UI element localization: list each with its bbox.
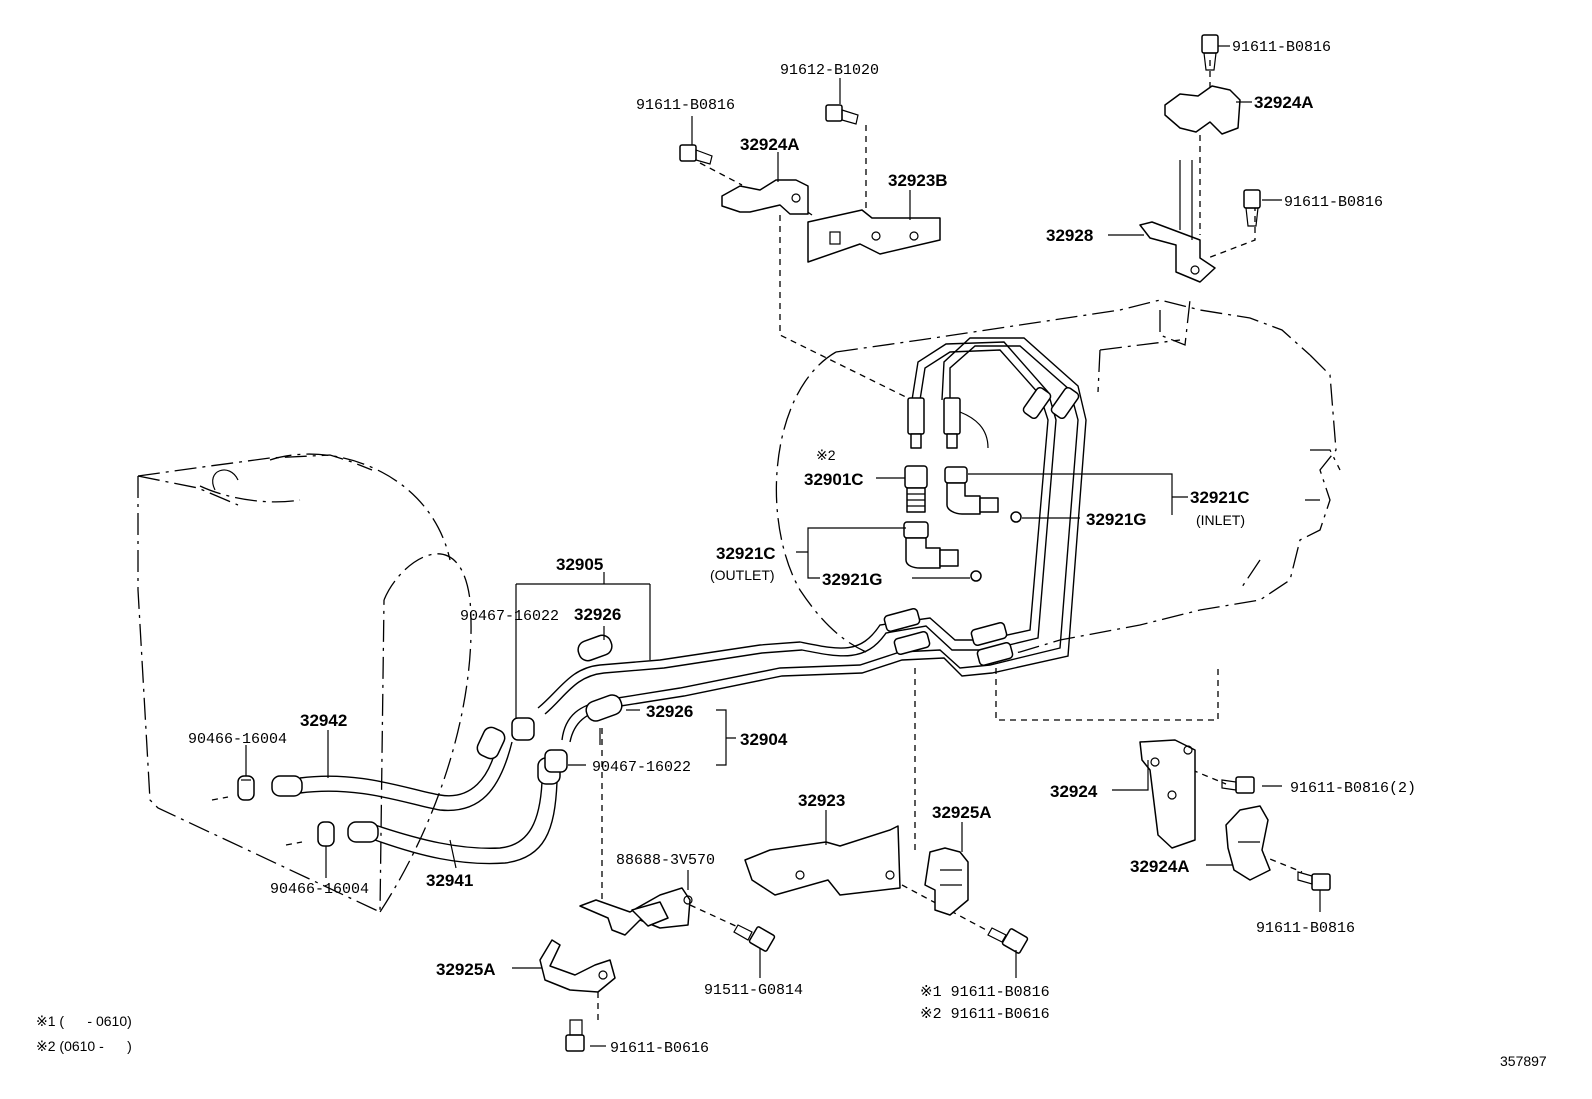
label-91612-b1020: 91612-B1020 <box>780 62 879 79</box>
label-32901c: 32901C <box>804 470 864 489</box>
radiator-outline <box>137 453 472 914</box>
label-leaders <box>245 45 1321 1047</box>
label-90466-16004-top: 90466-16004 <box>188 731 287 748</box>
clamp-32924a-bottomright <box>1225 805 1271 881</box>
elbow-inlet <box>944 466 1022 523</box>
label-32925a-left: 32925A <box>436 960 496 979</box>
label-32926-top: 32926 <box>574 605 621 624</box>
label-32905: 32905 <box>556 555 603 574</box>
label-32924: 32924 <box>1050 782 1098 801</box>
legend-notes: ※1 ( - 0610) ※2 (0610 - ) 357897 <box>36 1013 1547 1069</box>
label-32921c-outlet: 32921C <box>716 544 776 563</box>
bolt-91612-b1020 <box>825 104 859 125</box>
bracket-88688-3v570 <box>579 887 693 936</box>
label-32921c-inlet: 32921C <box>1190 488 1250 507</box>
bracket-32923b <box>807 209 941 263</box>
transmission-outline <box>775 299 1341 661</box>
note-1: ※1 ( - 0610) <box>36 1013 132 1029</box>
label-91611-b0616-ref2: ※2 91611-B0616 <box>920 1006 1050 1023</box>
bracket-32924 <box>1139 739 1196 849</box>
label-91611-b0816-ref1: ※1 91611-B0816 <box>920 984 1050 1001</box>
bracket-32928 <box>1139 160 1216 283</box>
hose-32926 <box>577 634 623 722</box>
bolt-91611-b0616-bottom <box>565 1019 585 1052</box>
clamp-32924a-topright <box>1164 85 1241 135</box>
hose-clamps <box>237 717 568 847</box>
part-labels: 91611-B0816 32924A 91612-B1020 91611-B08… <box>188 39 1416 1057</box>
bolt-91611-b0816-topright <box>1201 34 1219 71</box>
oil-cooler-tubes <box>537 337 1087 743</box>
union-32901c <box>904 465 928 513</box>
bolt-91611-b0816-bottom <box>987 927 1029 954</box>
label-91611-b0816-2: 91611-B0816(2) <box>1290 780 1416 797</box>
label-32921g-inlet: 32921G <box>1086 510 1147 529</box>
label-32926-bottom: 32926 <box>646 702 693 721</box>
label-32921g-outlet: 32921G <box>822 570 883 589</box>
label-91611-b0816-right: 91611-B0816 <box>1284 194 1383 211</box>
tube-end-fittings <box>907 397 961 449</box>
clamp-32925a-mid <box>924 847 969 916</box>
label-32925a-mid: 32925A <box>932 803 992 822</box>
label-inlet: (INLET) <box>1196 512 1245 528</box>
label-91511-g0814: 91511-G0814 <box>704 982 803 999</box>
note-2: ※2 (0610 - ) <box>36 1038 132 1054</box>
clamp-32925a-left <box>539 939 616 993</box>
label-32924a-bottomright: 32924A <box>1130 857 1190 876</box>
bracket-32923 <box>744 825 901 896</box>
label-90467-16022-bottom: 90467-16022 <box>592 759 691 776</box>
label-91611-b0616-bottom: 91611-B0616 <box>610 1040 709 1057</box>
label-32924a-topright: 32924A <box>1254 93 1314 112</box>
label-90466-16004-bottom: 90466-16004 <box>270 881 369 898</box>
label-32924a-topleft: 32924A <box>740 135 800 154</box>
label-32942: 32942 <box>300 711 347 730</box>
bolt-91611-b0816-2 <box>1221 776 1255 794</box>
tube-grommets <box>883 386 1080 666</box>
bolt-91611-b0816-bottomright <box>1297 871 1331 891</box>
label-91611-b0816-bottomright: 91611-B0816 <box>1256 920 1355 937</box>
label-32941: 32941 <box>426 871 473 890</box>
label-32904: 32904 <box>740 730 788 749</box>
label-32928: 32928 <box>1046 226 1093 245</box>
diagram-id: 357897 <box>1500 1053 1547 1069</box>
label-88688-3v570: 88688-3V570 <box>616 852 715 869</box>
label-ref2-mark: ※2 <box>816 447 836 463</box>
hose-32942 <box>271 726 513 812</box>
label-90467-16022-top: 90467-16022 <box>460 608 559 625</box>
bolt-91611-b0816-topleft <box>679 144 713 165</box>
label-91611-b0816-topright: 91611-B0816 <box>1232 39 1331 56</box>
label-outlet: (OUTLET) <box>710 567 775 583</box>
clamp-32924a-left <box>721 179 809 215</box>
label-91611-b0816-topleft: 91611-B0816 <box>636 97 735 114</box>
elbow-outlet <box>903 521 982 582</box>
bolt-91611-b0816-right <box>1243 189 1261 227</box>
bolt-91511-g0814 <box>733 924 776 952</box>
label-32923: 32923 <box>798 791 845 810</box>
label-32923b: 32923B <box>888 171 948 190</box>
